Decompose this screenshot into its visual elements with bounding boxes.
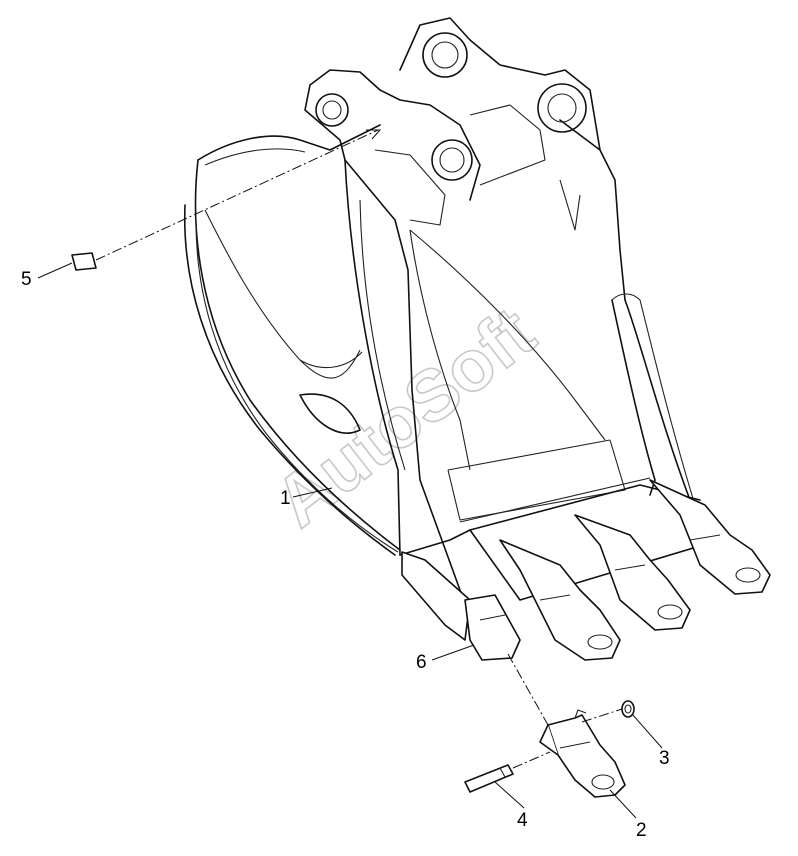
bucket-body — [183, 17, 721, 621]
leader-1 — [292, 487, 333, 498]
callout-2: 2 — [636, 820, 647, 841]
part-4-pin — [464, 764, 514, 793]
part-5-arrow — [366, 129, 382, 140]
callout-6: 6 — [416, 652, 427, 673]
leader-6 — [431, 644, 475, 661]
tooth-axis — [507, 653, 549, 726]
callout-1: 1 — [280, 488, 291, 509]
leader-2 — [609, 789, 637, 819]
watermark: AutoSoft — [261, 292, 550, 542]
leader-4 — [494, 781, 525, 809]
part-5-axis — [95, 129, 379, 261]
retainer-axis — [581, 708, 623, 723]
callout-3: 3 — [659, 748, 670, 769]
part-5-block — [71, 252, 97, 271]
bucket-teeth — [401, 479, 771, 661]
leader-5 — [37, 262, 73, 279]
part-2-tooth — [539, 709, 626, 798]
callout-4: 4 — [517, 810, 528, 831]
callout-5: 5 — [21, 269, 32, 290]
pin-axis — [512, 751, 551, 769]
leader-3 — [631, 713, 663, 749]
